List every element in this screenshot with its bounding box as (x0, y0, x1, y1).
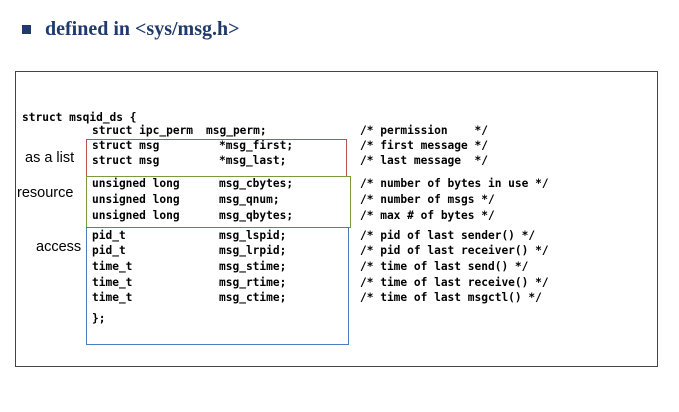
field-comment: /* number of bytes in use */ (360, 177, 549, 190)
heading-text: defined in <sys/msg.h> (45, 18, 240, 40)
field-type: time_t (92, 291, 133, 304)
field-type: unsigned long (92, 209, 180, 222)
field-comment: /* time of last send() */ (360, 260, 529, 273)
field-type: pid_t (92, 229, 126, 242)
field-name: msg_rtime; (219, 276, 287, 289)
field-name: *msg_last; (219, 154, 287, 167)
slide-heading: defined in <sys/msg.h> (22, 18, 240, 41)
field-type: struct msg (92, 139, 160, 152)
field-type: unsigned long (92, 177, 180, 190)
list-label: as a list (25, 150, 75, 166)
access-group-box (86, 227, 349, 345)
resource-group-box (86, 176, 351, 228)
field-name: msg_perm; (206, 124, 267, 137)
struct-closing-brace: }; (92, 312, 106, 325)
field-type: pid_t (92, 244, 126, 257)
field-type: unsigned long (92, 193, 180, 206)
bullet-square-icon (22, 25, 31, 34)
field-comment: /* last message */ (360, 154, 488, 167)
field-name: msg_lspid; (219, 229, 287, 242)
field-comment: /* time of last msgctl() */ (360, 291, 542, 304)
field-name: msg_cbytes; (219, 177, 294, 190)
field-type: struct ipc_perm (92, 124, 194, 137)
field-comment: /* pid of last receiver() */ (360, 244, 549, 257)
list-group-box (86, 139, 347, 177)
field-comment: /* max # of bytes */ (360, 209, 495, 222)
field-name: msg_lrpid; (219, 244, 287, 257)
field-name: msg_stime; (219, 260, 287, 273)
struct-declaration: struct msqid_ds { (22, 111, 137, 124)
field-name: *msg_first; (219, 139, 294, 152)
field-type: time_t (92, 260, 133, 273)
access-label: access (36, 239, 82, 255)
field-comment: /* permission */ (360, 124, 488, 137)
field-comment: /* time of last receive() */ (360, 276, 549, 289)
field-name: msg_ctime; (219, 291, 287, 304)
field-comment: /* number of msgs */ (360, 193, 495, 206)
field-name: msg_qnum; (219, 193, 280, 206)
field-comment: /* first message */ (360, 139, 488, 152)
field-type: struct msg (92, 154, 160, 167)
code-frame (15, 71, 658, 367)
resource-label: resource (17, 185, 74, 201)
field-comment: /* pid of last sender() */ (360, 229, 536, 242)
field-type: time_t (92, 276, 133, 289)
field-name: msg_qbytes; (219, 209, 294, 222)
